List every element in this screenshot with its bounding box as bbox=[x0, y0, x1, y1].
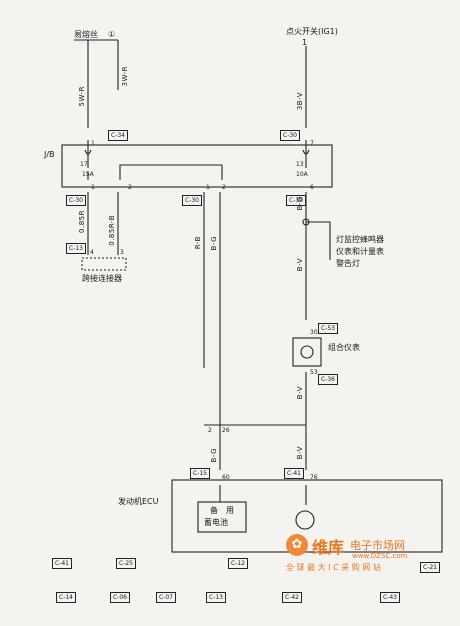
fuse-right bbox=[302, 140, 310, 168]
watermark-url: www.DZSC.com bbox=[352, 552, 408, 560]
watermark-site: 电子市场网 bbox=[350, 539, 405, 552]
wire-label-w2: 3W-R bbox=[121, 66, 129, 87]
load-label-2: 仪表和计量表 bbox=[336, 247, 384, 256]
ignition-number: 1 bbox=[302, 38, 308, 47]
legend-connector: C-14 bbox=[56, 592, 76, 603]
connector-tag: C-30 bbox=[280, 130, 300, 141]
connector-tag: C-34 bbox=[108, 130, 128, 141]
jumper-label: 跨接连接器 bbox=[82, 274, 122, 283]
pin-label: 2 bbox=[222, 184, 226, 191]
wire-label-w3: 3B-V bbox=[296, 92, 304, 111]
load-label-3: 警告灯 bbox=[336, 259, 360, 268]
connector-tag: C-30 bbox=[286, 195, 306, 206]
pin-label: 53 bbox=[310, 369, 318, 376]
pin-label: 1 bbox=[91, 140, 95, 147]
ecu-box bbox=[171, 479, 443, 553]
cluster-meter bbox=[300, 345, 314, 359]
watermark-logo: ✿ bbox=[286, 534, 308, 556]
connector-tag: C-30 bbox=[182, 195, 202, 206]
legend-connector: C-25 bbox=[116, 558, 136, 569]
legend-connector: C-06 bbox=[110, 592, 130, 603]
wire-label-w7: B-G bbox=[210, 236, 218, 251]
wire-label-w4: 0.85R bbox=[78, 210, 86, 233]
load-label-1: 灯监控蜂鸣器 bbox=[336, 235, 384, 244]
fuse-left-number: 17 bbox=[80, 161, 88, 168]
pin-label: 30 bbox=[310, 329, 318, 336]
fuse-right-number: 13 bbox=[296, 161, 304, 168]
transistor bbox=[295, 510, 315, 530]
wire-label-w5: 0.85R-B bbox=[108, 215, 116, 246]
jb-bus bbox=[87, 164, 223, 180]
pin-label: 1 bbox=[91, 184, 95, 191]
fuse-left-amp: 15A bbox=[82, 171, 94, 178]
legend-connector: C-21 bbox=[420, 562, 440, 573]
fusible-link-number: ① bbox=[108, 30, 116, 39]
pin-label: 76 bbox=[310, 474, 318, 481]
pin-label: 2 bbox=[128, 184, 132, 191]
wire-label-w11: B-G bbox=[210, 448, 218, 463]
connector-tag: C-15 bbox=[190, 468, 210, 479]
wire-label-w6: R-B bbox=[194, 236, 202, 250]
watermark-brand: 维库 bbox=[312, 538, 345, 557]
legend-connector: C-42 bbox=[282, 592, 302, 603]
fusible-link-label: 易熔丝 bbox=[74, 30, 98, 39]
backup-label-2: 用 bbox=[226, 506, 234, 515]
ecu-internal bbox=[219, 485, 307, 505]
jumper-box bbox=[81, 257, 127, 271]
wire-label-w9: B-V bbox=[296, 258, 304, 272]
backup-battery-box bbox=[197, 501, 247, 533]
backup-label-3: 蓄电池 bbox=[204, 518, 228, 527]
wire-label-w1: 5W-R bbox=[78, 86, 86, 107]
branch-loads bbox=[306, 221, 331, 260]
cluster-box bbox=[292, 337, 322, 367]
connector-tag: C-53 bbox=[318, 323, 338, 334]
pin-label: 26 bbox=[222, 427, 230, 434]
pin-label: 3 bbox=[120, 249, 124, 256]
fuse-left bbox=[84, 140, 92, 168]
legend-connector: C-12 bbox=[228, 558, 248, 569]
pin-label: 7 bbox=[310, 140, 314, 147]
legend-connector: C-07 bbox=[156, 592, 176, 603]
watermark-slogan: 全 球 最 大 I C 采 购 网 站 bbox=[286, 563, 381, 572]
connector-tag: C-30 bbox=[66, 195, 86, 206]
backup-label-1: 备 bbox=[210, 506, 218, 515]
legend-connector: C-41 bbox=[52, 558, 72, 569]
ecu-label: 发动机ECU bbox=[118, 497, 159, 506]
jb-label: J/B bbox=[44, 150, 55, 159]
pin-label: 60 bbox=[222, 474, 230, 481]
ignition-switch-label: 点火开关(IG1) bbox=[286, 27, 338, 36]
cluster-label: 组合仪表 bbox=[328, 343, 360, 352]
wire-label-w12: B-V bbox=[296, 446, 304, 460]
junction-block bbox=[61, 144, 333, 188]
connector-tag: C-13 bbox=[66, 243, 86, 254]
pin-label: 6 bbox=[310, 184, 314, 191]
connector-tag: C-41 bbox=[284, 468, 304, 479]
legend-connector: C-43 bbox=[380, 592, 400, 603]
pin-label: 4 bbox=[90, 249, 94, 256]
fuse-right-amp: 10A bbox=[296, 171, 308, 178]
pin-label: 2 bbox=[208, 427, 212, 434]
connector-tag: C-36 bbox=[318, 374, 338, 385]
pin-label: 1 bbox=[206, 184, 210, 191]
legend-connector: C-13 bbox=[206, 592, 226, 603]
wire-label-w10: B-V bbox=[296, 386, 304, 400]
